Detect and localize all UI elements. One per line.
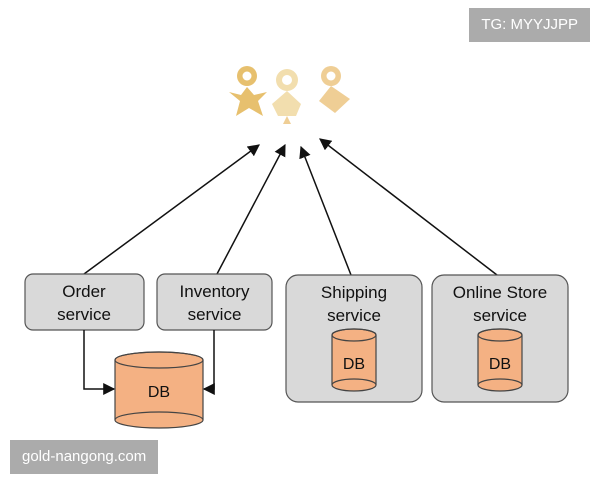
user-icon-3 (319, 66, 350, 113)
service-shipping-subtitle: service (327, 306, 381, 325)
bottom-watermark: gold-nangong.com (10, 440, 159, 474)
service-order: Order service (24, 273, 145, 331)
online-store-to-users-arrow (319, 138, 498, 276)
service-online-store-subtitle: service (473, 306, 527, 325)
service-shipping-title: Shipping (321, 283, 387, 302)
service-order-title: Order (62, 282, 106, 301)
top-watermark: TG: MYYJJPP (469, 8, 590, 42)
user-icon-1 (229, 66, 267, 116)
arrows-to-users (83, 138, 498, 276)
inventory-to-users-arrow (216, 143, 286, 275)
db-shipping-label: DB (343, 356, 365, 373)
order-to-users-arrow (83, 144, 260, 275)
service-order-subtitle: service (57, 305, 111, 324)
users-group (229, 66, 350, 124)
shared-db: DB (114, 351, 204, 429)
service-online-store-title: Online Store (453, 283, 548, 302)
service-inventory-title: Inventory (180, 282, 250, 301)
shared-db-connectors (83, 330, 215, 395)
user-icon-2 (272, 69, 301, 124)
service-shipping: Shipping service DB (285, 274, 423, 403)
order-to-shared-db-arrow (83, 330, 116, 395)
service-inventory-subtitle: service (188, 305, 242, 324)
service-online-store: Online Store service DB (431, 274, 569, 403)
service-inventory: Inventory service (156, 273, 273, 331)
db-online-store-label: DB (489, 356, 511, 373)
db-online-store: DB (477, 328, 523, 392)
inventory-to-shared-db-arrow (202, 330, 215, 395)
shipping-to-users-arrow (299, 145, 352, 276)
db-shipping: DB (331, 328, 377, 392)
shared-db-label: DB (148, 384, 170, 401)
